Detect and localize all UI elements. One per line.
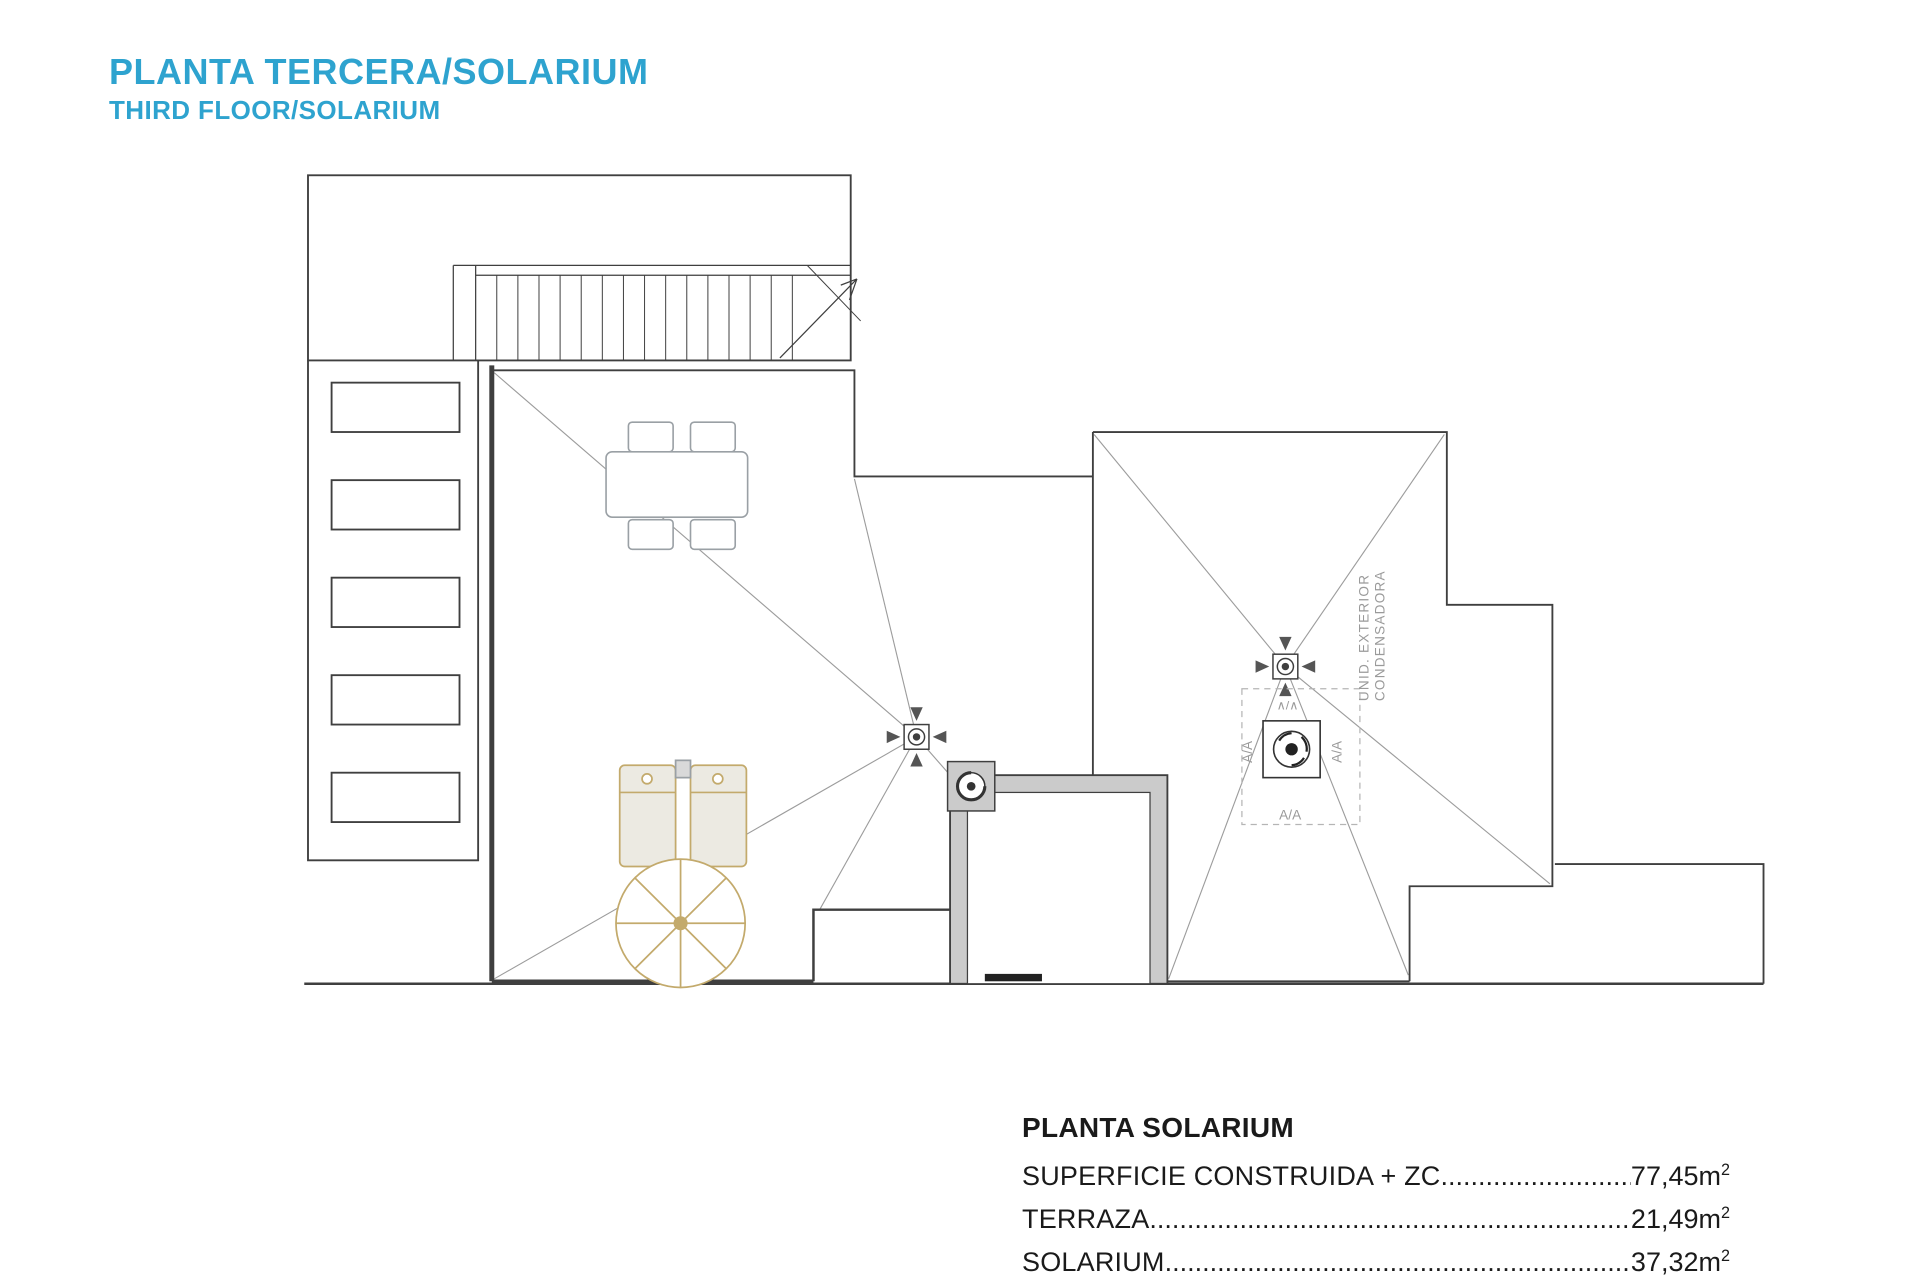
measurement-row: SOLARIUM ...............................… — [1022, 1238, 1730, 1280]
fan-icon — [1272, 730, 1311, 768]
ac-unit: A/A A/A A/A ∧/∧ UNID. EXTERIOR CONDENSAD… — [1240, 570, 1388, 826]
drain-symbol-left — [885, 706, 948, 768]
leader-dots: ........................................… — [1164, 1247, 1631, 1277]
shaft-vent-drain — [946, 760, 996, 812]
drain-symbol-right — [1254, 636, 1316, 697]
stairs — [452, 264, 862, 361]
leader-dots: ........................................… — [1149, 1204, 1631, 1234]
building-outline — [307, 174, 852, 862]
roof-diagonals-right — [1093, 434, 1551, 980]
right-roof-outline — [1091, 431, 1765, 984]
windows — [330, 381, 461, 823]
umbrella — [615, 858, 747, 989]
measurement-value: 37,32m2 — [1630, 1247, 1730, 1277]
measurements-title: PLANTA SOLARIUM — [1022, 1112, 1295, 1143]
measurement-row: SUPERFICIE CONSTRUIDA + ZC .............… — [1022, 1152, 1730, 1195]
sunbeds — [618, 759, 748, 868]
chair — [689, 421, 737, 453]
page-title: PLANTA TERCERA/SOLARIUM — [109, 51, 649, 92]
measurement-value: 77,45m2 — [1630, 1161, 1730, 1191]
table — [605, 450, 749, 518]
page-subtitle: THIRD FLOOR/SOLARIUM — [109, 94, 441, 125]
chair — [627, 421, 674, 453]
leader-dots: ........................................… — [1440, 1161, 1631, 1191]
roof-diagonals-left — [493, 372, 951, 980]
measurements-block: PLANTA SOLARIUM SUPERFICIE CONSTRUIDA + … — [1022, 1112, 1730, 1280]
ac-label-bottom: A/A — [1279, 808, 1302, 823]
measurement-value: 21,49m2 — [1630, 1204, 1730, 1234]
chair — [689, 518, 737, 551]
dining-table-set — [605, 421, 749, 551]
side-table — [674, 759, 692, 779]
elevator-shaft — [946, 760, 1169, 985]
chair — [627, 518, 674, 551]
ac-label-left: A/A — [1240, 740, 1255, 763]
ac-unit-label-line1: UNID. EXTERIOR — [1357, 574, 1372, 701]
stairs-direction-arrow — [779, 278, 858, 359]
header: PLANTA TERCERA/SOLARIUM THIRD FLOOR/SOLA… — [109, 52, 648, 124]
ac-label-top: ∧/∧ — [1277, 699, 1299, 713]
measurement-label: SOLARIUM — [1022, 1247, 1165, 1277]
ac-label-right: A/A — [1329, 740, 1344, 763]
ac-unit-label-line2: CONDENSADORA — [1373, 570, 1388, 701]
measurement-label: TERRAZA — [1022, 1204, 1150, 1234]
measurement-label: SUPERFICIE CONSTRUIDA + ZC — [1022, 1161, 1441, 1191]
door-sill — [984, 973, 1042, 982]
stairs-cut-line — [806, 265, 862, 322]
measurement-row: TERRAZA ................................… — [1022, 1195, 1730, 1238]
